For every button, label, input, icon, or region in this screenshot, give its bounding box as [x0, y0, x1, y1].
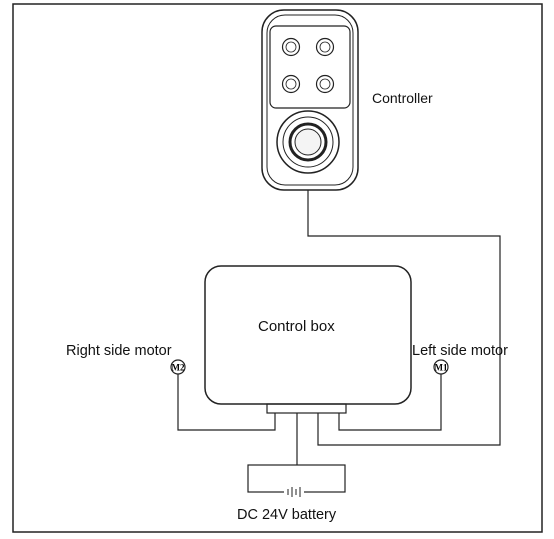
left-motor-label: Left side motor: [412, 343, 508, 359]
diagram-frame: [12, 3, 543, 533]
controller-device: [261, 9, 359, 191]
controller-button-top-left: [281, 37, 301, 57]
controller-joystick: [276, 110, 340, 174]
left-motor-symbol: M1: [433, 359, 449, 375]
control-box: [204, 265, 412, 414]
controller-button-bottom-right: [315, 74, 335, 94]
left-motor-badge: M1: [435, 363, 448, 373]
control-box-label: Control box: [258, 318, 335, 335]
right-motor-cable: [177, 373, 276, 431]
battery-label: DC 24V battery: [237, 507, 337, 523]
right-motor-badge: M2: [172, 363, 185, 373]
battery-circuit: [247, 464, 346, 497]
controller-button-bottom-left: [281, 74, 301, 94]
controller-button-top-right: [315, 37, 335, 57]
left-motor-cable: [338, 373, 442, 431]
right-motor-symbol: M2: [170, 359, 186, 375]
controller-label: Controller: [372, 90, 433, 106]
controller-cable: [307, 190, 501, 446]
control-box-connector: [266, 403, 347, 414]
right-motor-label: Right side motor: [66, 343, 172, 359]
